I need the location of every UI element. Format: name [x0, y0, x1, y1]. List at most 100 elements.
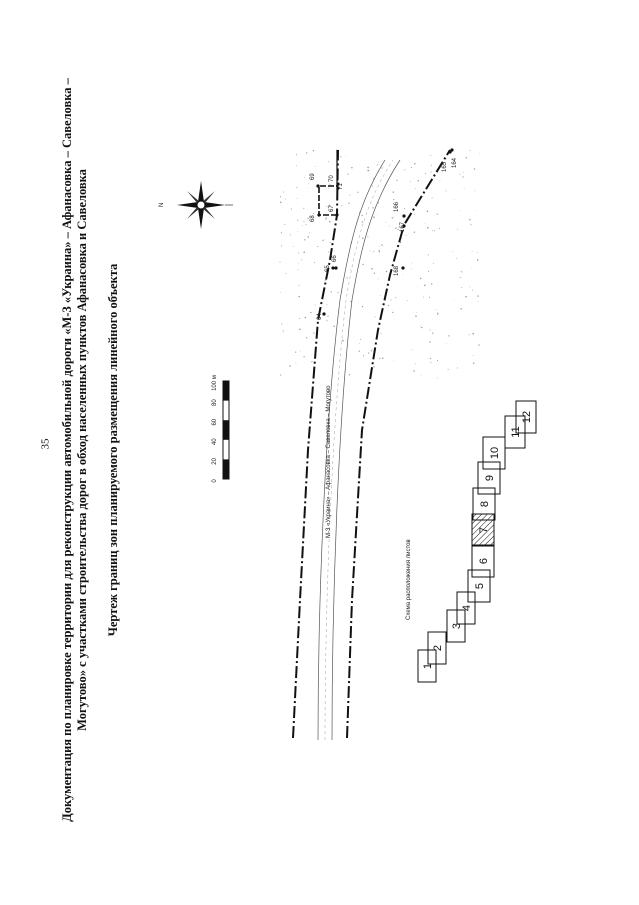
terrain-dot [391, 261, 393, 263]
terrain-dot [371, 268, 373, 270]
terrain-dot [328, 187, 329, 189]
sheet-box [456, 591, 476, 625]
scale-tick-label: 100 м [212, 375, 218, 391]
terrain-dot [361, 214, 363, 217]
sheet-layout-title: Схема расположения листов [406, 539, 412, 620]
terrain-dot [405, 234, 407, 236]
terrain-dot [435, 309, 437, 310]
terrain-dot [329, 241, 331, 244]
terrain-dot [478, 344, 480, 346]
terrain-dot [296, 186, 298, 189]
terrain-dot [297, 269, 299, 270]
terrain-dot [302, 225, 303, 226]
terrain-dot [456, 257, 458, 259]
terrain-dot [362, 263, 364, 266]
terrain-dot [393, 198, 395, 201]
terrain-dot [301, 259, 303, 261]
terrain-dot [368, 352, 370, 354]
terrain-dot [430, 171, 432, 173]
point-label: 164 [452, 157, 458, 168]
terrain-dot [309, 232, 311, 234]
terrain-dot [342, 339, 344, 342]
sheet-box [467, 569, 491, 603]
terrain-dot [377, 278, 379, 280]
point-label: 71 [338, 183, 344, 190]
terrain-dot [367, 169, 370, 172]
terrain-dot [314, 261, 315, 263]
terrain-dot [407, 300, 408, 301]
sheet-box [504, 415, 526, 449]
terrain-dot [377, 202, 380, 204]
terrain-dot [469, 286, 471, 288]
terrain-dot [432, 332, 434, 334]
sheet-box [471, 513, 495, 547]
terrain-dot [329, 183, 331, 185]
terrain-dot [282, 330, 284, 332]
terrain-dot [471, 251, 473, 253]
terrain-dot [472, 332, 474, 335]
terrain-dot [458, 210, 460, 212]
point-label: 68 [310, 215, 316, 222]
terrain-dot [362, 355, 364, 357]
terrain-dot [360, 338, 362, 340]
terrain-dot [461, 271, 463, 273]
terrain-dot [445, 343, 447, 345]
terrain-dot [431, 197, 433, 199]
terrain-dot [341, 291, 343, 292]
terrain-dot [427, 226, 429, 229]
terrain-dot [452, 251, 454, 252]
terrain-dot [304, 176, 306, 178]
terrain-dot [349, 269, 351, 271]
sheet-number: 12 [521, 411, 533, 423]
terrain-dot [390, 299, 392, 301]
terrain-dot [445, 188, 447, 190]
terrain-dot [367, 166, 369, 169]
terrain-dot [414, 214, 415, 215]
terrain-dot [326, 304, 328, 305]
terrain-dot [434, 230, 436, 232]
point-label: 69 [310, 173, 316, 180]
terrain-dot [415, 312, 417, 314]
point-marker [336, 186, 340, 190]
terrain-dot [395, 227, 397, 229]
terrain-dot [351, 166, 353, 169]
terrain-dot [468, 334, 470, 336]
terrain-dot [392, 191, 395, 193]
scale-tick-label: 0 [212, 479, 218, 483]
terrain-dot [371, 348, 373, 350]
terrain-dot [315, 165, 316, 167]
terrain-dot [337, 291, 339, 294]
terrain-dot [410, 180, 412, 182]
terrain-dot [459, 173, 461, 175]
terrain-dot [476, 252, 478, 253]
sheet-number: 3 [451, 623, 463, 629]
terrain-dot [420, 374, 422, 376]
point-label: 165 [442, 161, 448, 172]
point-label: 64 [317, 313, 323, 320]
terrain-dot [393, 359, 395, 361]
terrain-dot [370, 350, 372, 352]
terrain-dot [424, 223, 426, 224]
terrain-dot [326, 206, 328, 208]
compass-rose-icon [177, 181, 233, 229]
terrain-dot [304, 239, 306, 241]
terrain-dot [305, 224, 307, 226]
terrain-dot [373, 272, 375, 274]
terrain-dot [279, 196, 282, 198]
terrain-dot [357, 191, 359, 193]
terrain-dot [437, 312, 439, 314]
terrain-dot [307, 187, 308, 189]
terrain-dot [421, 326, 423, 329]
terrain-dot [341, 205, 343, 207]
terrain-dot [373, 250, 375, 252]
terrain-dot [395, 297, 397, 299]
terrain-dot [306, 337, 308, 339]
terrain-dot [448, 335, 450, 337]
terrain-dot [403, 207, 406, 210]
terrain-dot [429, 357, 432, 360]
terrain-dot [311, 361, 313, 363]
terrain-dot [327, 315, 329, 317]
terrain-dot [429, 341, 431, 343]
terrain-dot [303, 356, 305, 358]
